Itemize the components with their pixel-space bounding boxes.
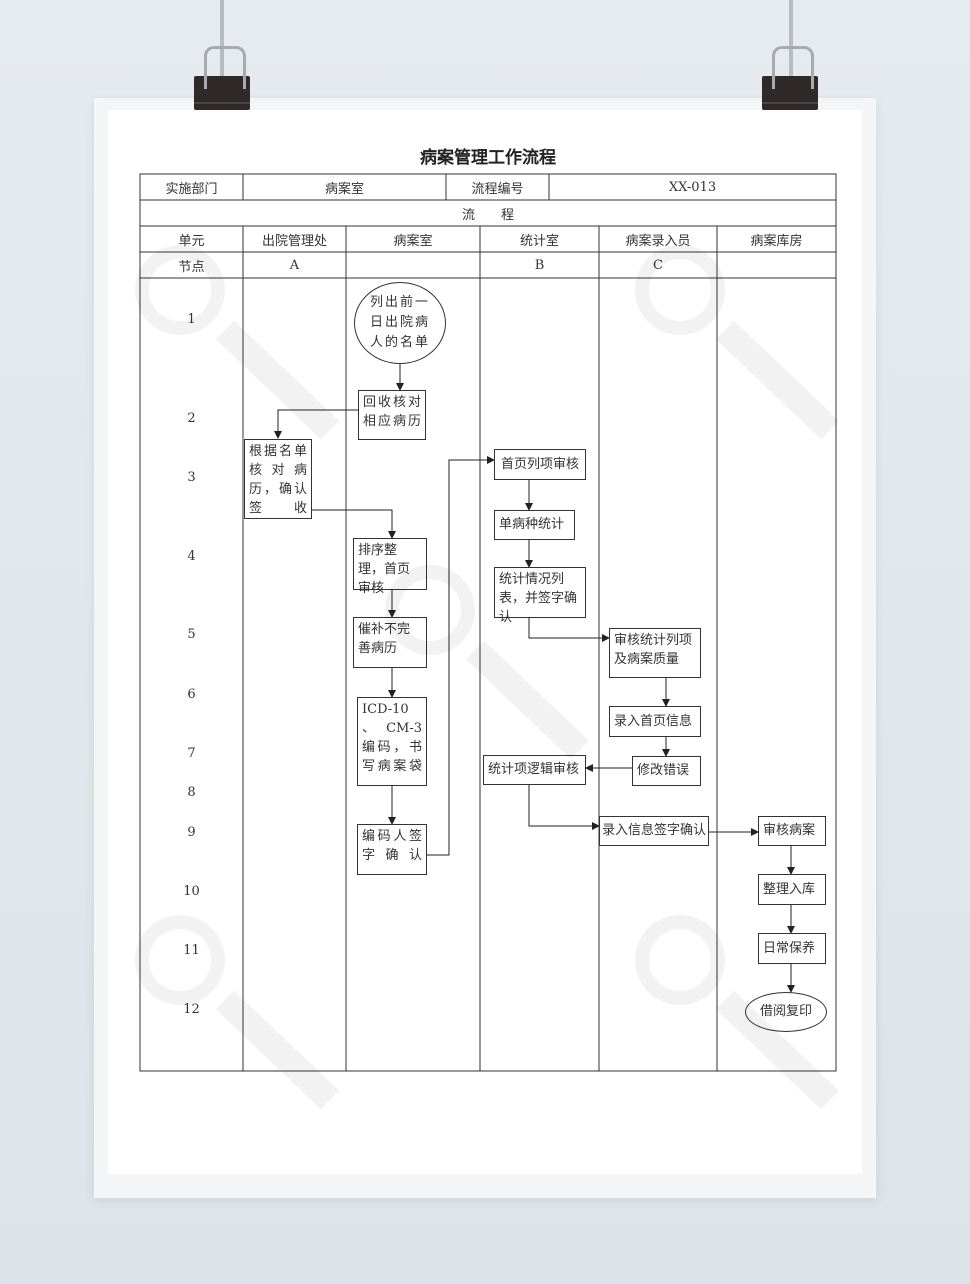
node-recover-records: 回收核对相应病历 xyxy=(358,390,426,440)
node-daily-maintenance: 日常保养 xyxy=(758,933,826,964)
unit-statistics-room: 统计室 xyxy=(519,233,559,249)
node-stat-list-sign: 统计情况列表，并签字确认 xyxy=(494,567,586,625)
flow-header: 流 程 xyxy=(461,207,514,223)
node-fix-errors: 修改错误 xyxy=(632,756,701,786)
hanging-wire-right xyxy=(789,0,793,80)
code-label: 流程编号 xyxy=(471,181,524,197)
step-number: 4 xyxy=(187,548,196,564)
step-number: 5 xyxy=(187,626,196,642)
node-c: C xyxy=(653,257,663,273)
code-value: XX-013 xyxy=(668,179,717,195)
node-sort-review: 排序整理，首页审核 xyxy=(353,538,427,596)
unit-discharge-office: 出院管理处 xyxy=(261,233,327,249)
step-number: 8 xyxy=(187,784,196,800)
step-number: 11 xyxy=(183,942,200,958)
node-disease-statistics: 单病种统计 xyxy=(494,510,575,540)
start-ellipse-discharge-list: 列出前一日出院病人的名单 xyxy=(354,282,446,364)
step-number: 9 xyxy=(187,824,196,840)
hanging-wire-left xyxy=(220,0,224,80)
node-b: B xyxy=(534,257,545,273)
node-front-page-review: 首页列项审核 xyxy=(494,449,586,480)
document-title: 病案管理工作流程 xyxy=(420,148,556,168)
dept-label: 实施部门 xyxy=(165,181,218,197)
step-number: 12 xyxy=(183,1001,200,1017)
step-number: 10 xyxy=(183,883,200,899)
unit-records-room: 病案室 xyxy=(393,233,433,249)
end-ellipse-lend-copy: 借阅复印 xyxy=(745,992,827,1032)
binder-clip-right-icon xyxy=(762,46,818,110)
unit-records-storage: 病案库房 xyxy=(750,233,803,249)
document-sheet xyxy=(108,110,862,1174)
node-archive: 整理入库 xyxy=(758,874,826,905)
step-number: 2 xyxy=(187,410,196,426)
binder-clip-left-icon xyxy=(194,46,250,110)
node-coder-sign: 编码人签字确认 xyxy=(357,824,427,875)
node-urge-incomplete: 催补不完善病历 xyxy=(353,617,427,668)
node-review-quality: 审核统计列项及病案质量 xyxy=(609,628,701,678)
units-label: 单元 xyxy=(178,233,205,249)
node-logic-review: 统计项逻辑审核 xyxy=(483,755,586,785)
nodes-label: 节点 xyxy=(178,259,205,275)
node-enter-sign: 录入信息签字确认 xyxy=(599,816,709,846)
step-number: 3 xyxy=(187,469,196,485)
node-verify-sign: 根据名单核对病历，确认签收 xyxy=(244,439,312,519)
node-enter-front-page: 录入首页信息 xyxy=(609,706,701,737)
dept-value: 病案室 xyxy=(324,181,364,197)
node-review-case: 审核病案 xyxy=(758,816,826,846)
step-number: 1 xyxy=(187,311,196,327)
node-a: A xyxy=(289,257,300,273)
node-icd-coding: ICD-10 、CM-3 编码，书写病案袋 xyxy=(357,697,427,786)
step-number: 7 xyxy=(187,745,196,761)
step-number: 6 xyxy=(187,686,196,702)
unit-data-entry-clerk: 病案录入员 xyxy=(625,233,691,249)
